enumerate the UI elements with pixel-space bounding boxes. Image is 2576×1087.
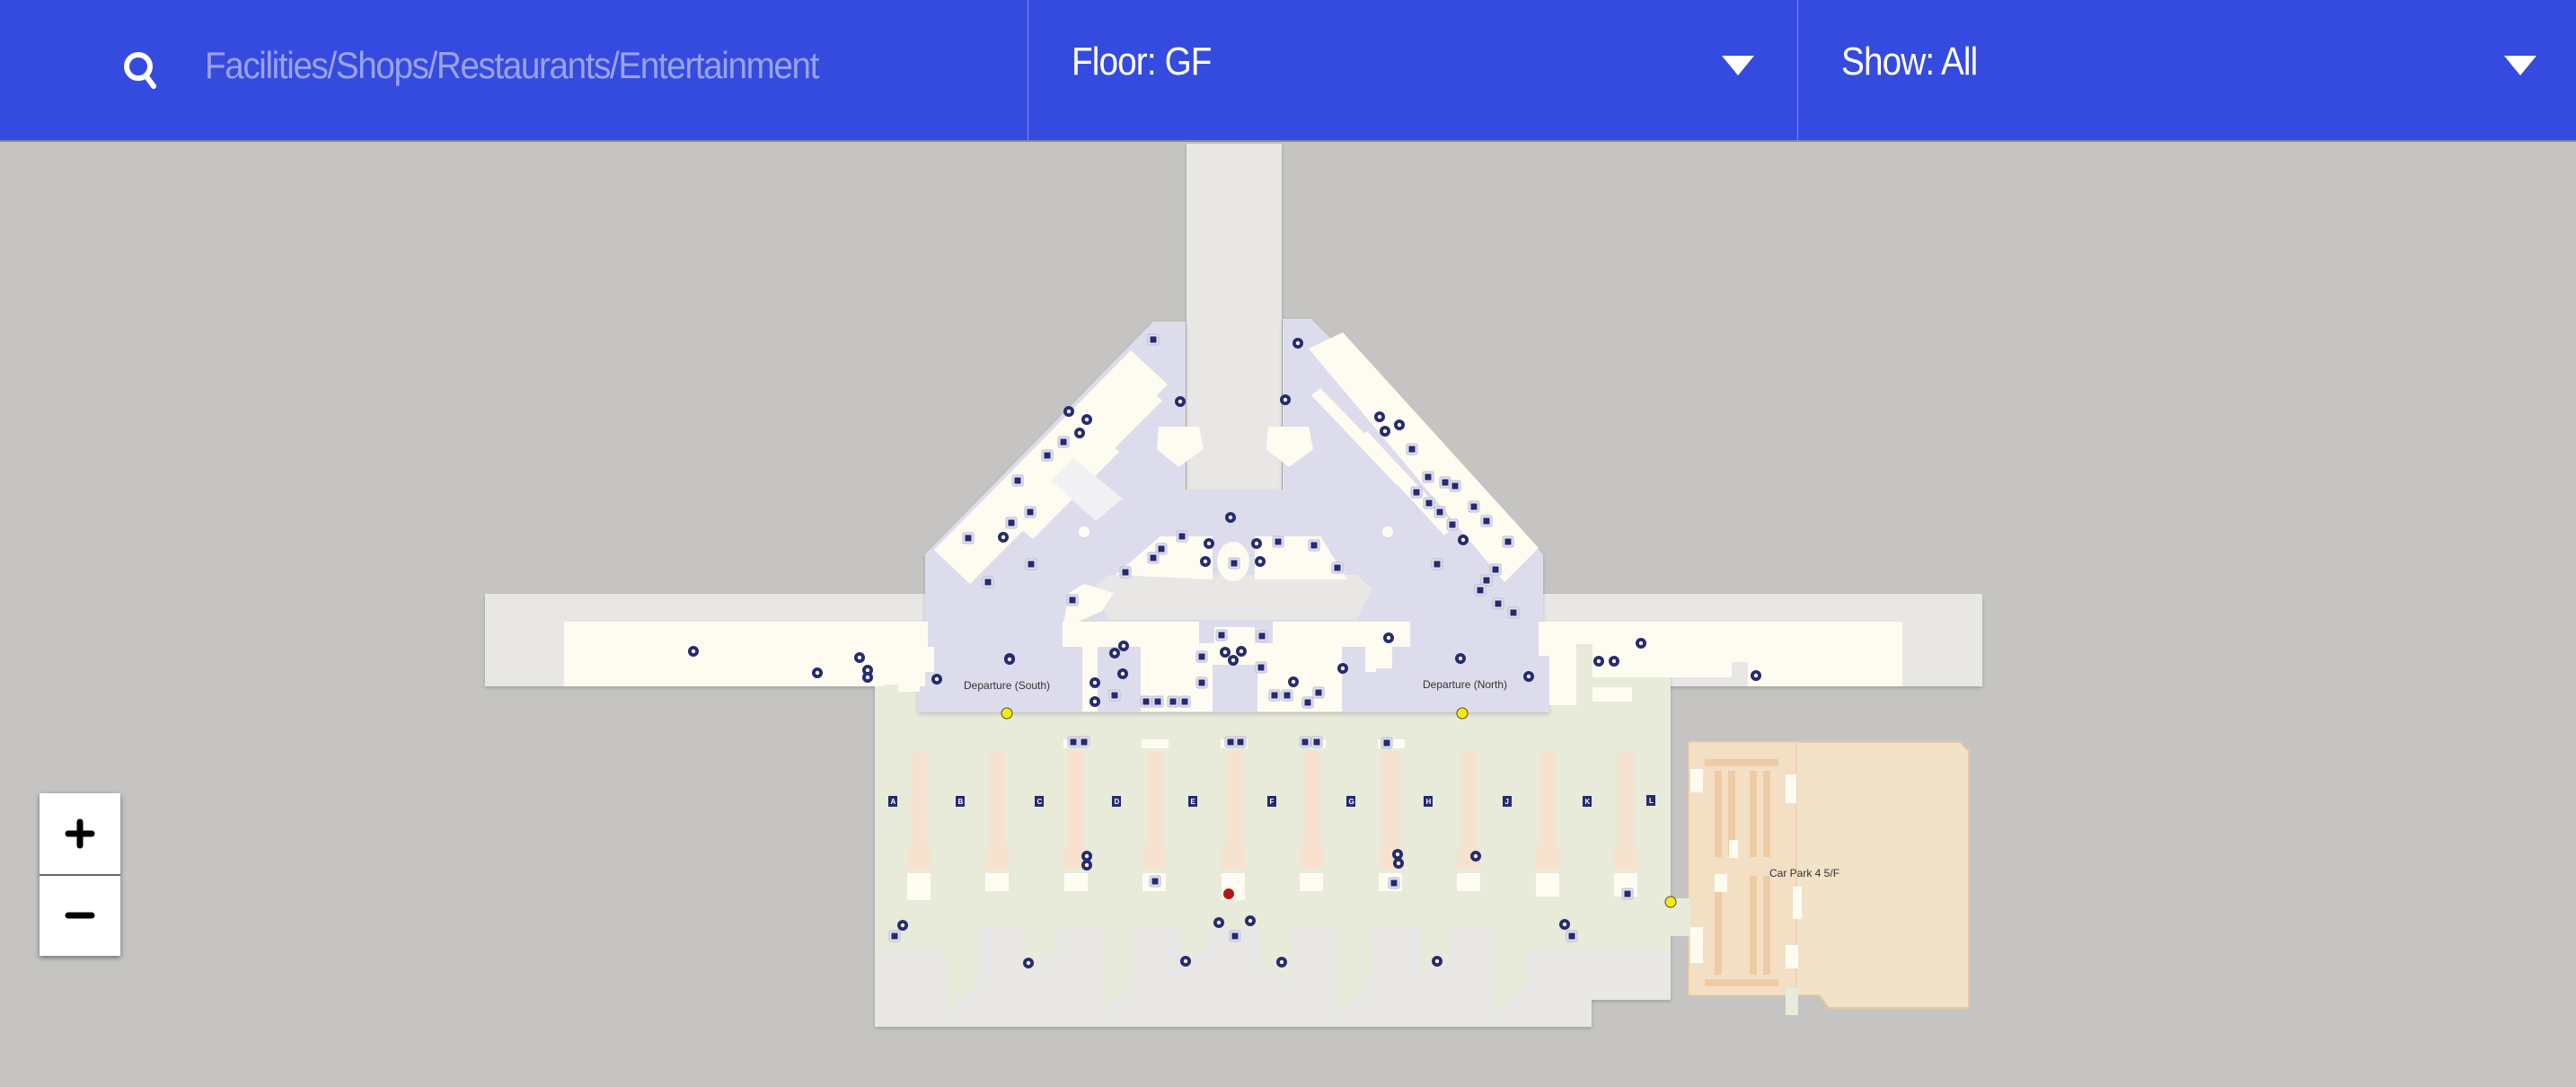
svg-text:E: E [1191,798,1196,806]
car-park-4[interactable]: Car Park 4 5/F [1688,741,1970,1015]
zoom-in-button[interactable] [40,793,120,874]
caret-down-icon [1722,56,1754,75]
car-park-label: Car Park 4 5/F [1769,867,1839,879]
minus-icon [65,912,95,919]
help-desk-marker[interactable] [1223,888,1234,899]
search-bar [0,0,1028,140]
transport-markers[interactable] [1001,707,1677,908]
plus-icon [65,818,95,849]
top-toolbar: Floor: GF Show: All [0,0,2576,142]
search-input[interactable] [205,36,932,95]
show-filter-dropdown[interactable]: Show: All [1798,0,2576,140]
svg-text:G: G [1349,798,1354,806]
show-filter-label: Show: All [1841,40,1978,84]
departure-south-label: Departure (South) [964,679,1050,692]
zoom-out-button[interactable] [40,874,120,955]
svg-text:C: C [1037,798,1043,806]
svg-text:H: H [1426,798,1432,806]
floor-dropdown[interactable]: Floor: GF [1028,0,1798,140]
zoom-controls [40,793,120,956]
svg-text:D: D [1115,798,1120,806]
svg-text:F: F [1270,798,1275,806]
floor-dropdown-label: Floor: GF [1072,40,1212,84]
north-corridor [1187,144,1282,521]
svg-text:L: L [1649,797,1654,805]
floor-map[interactable]: Car Park 4 5/F [0,144,2576,1087]
svg-text:J: J [1505,798,1509,806]
caret-down-icon [2504,56,2536,75]
svg-text:B: B [958,798,964,806]
search-icon[interactable] [120,49,160,92]
departure-north-label: Departure (North) [1423,678,1507,691]
west-wing-shops [564,622,934,686]
east-wing-shops [1539,622,1902,705]
south-apron [875,927,1671,1027]
svg-text:A: A [891,798,896,806]
check-in-aisle-markers: A B C D E F G H J K L [888,795,1655,807]
svg-text:K: K [1585,798,1591,806]
